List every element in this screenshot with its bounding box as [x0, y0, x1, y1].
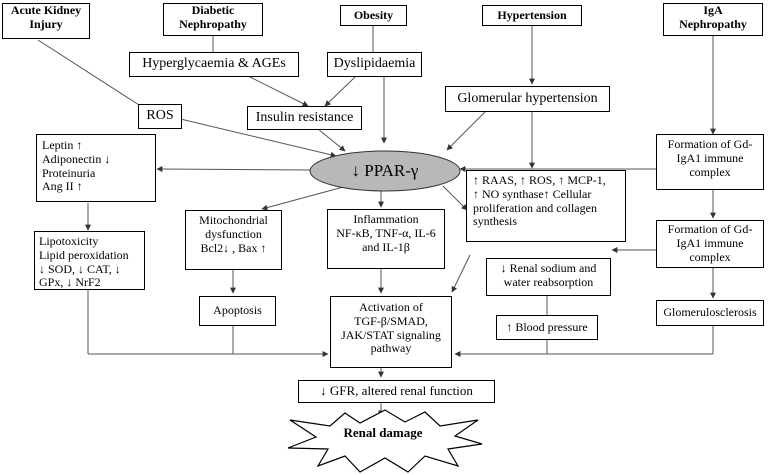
node-inflammation: Inflammation NF-κB, TNF-α, IL-6 and IL-1…: [327, 209, 445, 269]
node-lipotoxicity: Lipotoxicity Lipid peroxidation ↓ SOD, ↓…: [34, 231, 145, 290]
node-iga-nephropathy: IgA Nephropathy: [663, 3, 763, 36]
arrow-ppar-mito: [261, 185, 348, 211]
node-mitochondrial-dysfunction: Mitochondrial dysfunction Bcl2↓ , Bax ↑: [185, 210, 282, 270]
node-ppar-gamma: ↓ PPAR-γ: [351, 161, 419, 180]
arrow-ppar-leptin: [156, 166, 311, 173]
node-glomerulosclerosis: Glomerulosclerosis: [656, 300, 764, 326]
node-renal-sodium-reabsorption: ↓ Renal sodium and water reabsorption: [486, 258, 611, 296]
node-renal-damage: Renal damage: [343, 425, 423, 440]
node-ros: ROS: [138, 104, 182, 129]
node-gfr-altered-function: ↓ GFR, altered renal function: [298, 380, 495, 403]
node-blood-pressure: ↑ Blood pressure: [496, 315, 598, 340]
node-apoptosis: Apoptosis: [199, 296, 276, 326]
node-dyslipidaemia: Dyslipidaemia: [327, 52, 422, 77]
arrow-ppar-raas: [442, 185, 468, 211]
node-insulin-resistance: Insulin resistance: [247, 106, 362, 130]
node-acute-kidney-injury: Acute Kidney Injury: [2, 3, 90, 39]
arrow-glomerular-ppar: [446, 111, 486, 151]
arrow-aki-ros: [37, 39, 151, 113]
node-leptin-adiponectin: Leptin ↑ Adiponectin ↓ Proteinuria Ang I…: [36, 134, 156, 202]
node-glomerular-hypertension: Glomerular hypertension: [445, 86, 610, 112]
node-hyperglycaemia-ages: Hyperglycaemia & AGEs: [129, 52, 299, 77]
ppar-ellipse: [309, 150, 461, 192]
arrow-hyperglycaemia-insulin: [249, 76, 309, 107]
node-activation-tgf-jak: Activation of TGF-β/SMAD, JAK/STAT signa…: [330, 296, 452, 368]
renal-damage-starburst: [287, 409, 483, 473]
arrow-insulin-ppar: [317, 128, 346, 152]
arrow-ros-ppar: [171, 116, 337, 158]
node-hypertension: Hypertension: [482, 5, 582, 26]
node-raas-ros-mcp1: ↑ RAAS, ↑ ROS, ↑ MCP-1, ↑ NO synthase↑ C…: [466, 170, 626, 242]
node-diabetic-nephropathy: Diabetic Nephropathy: [163, 3, 263, 36]
node-obesity: Obesity: [340, 5, 407, 26]
node-gd-iga1-complex-1: Formation of Gd- IgA1 immune complex: [656, 134, 764, 190]
arrow-raas-activation: [451, 254, 471, 293]
node-gd-iga1-complex-2: Formation of Gd- IgA1 immune complex: [656, 220, 764, 268]
arrow-dyslipidaemia-insulin: [324, 76, 356, 107]
